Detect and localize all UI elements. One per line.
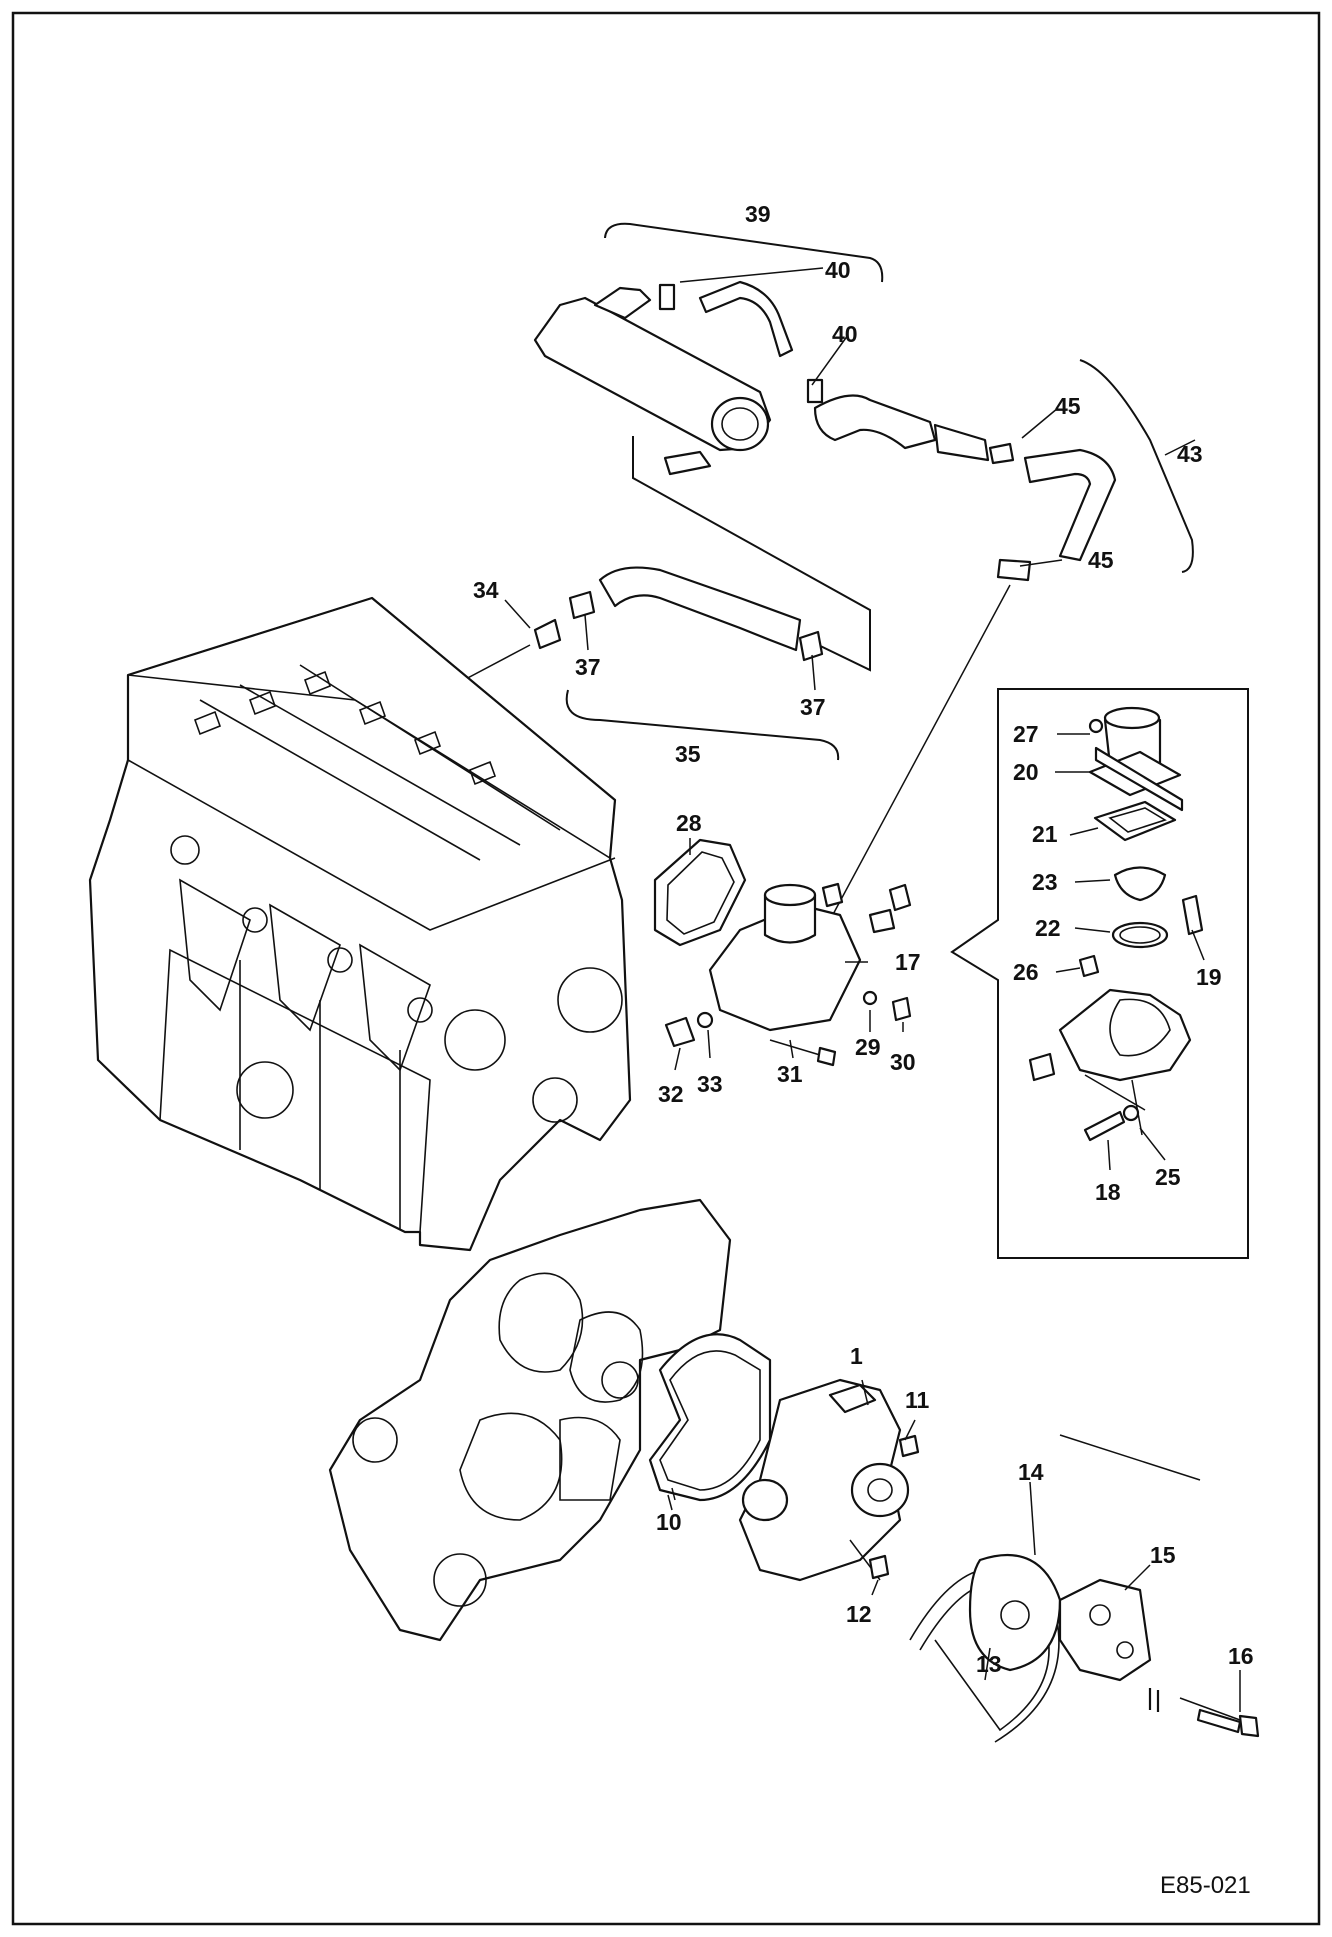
fan-drive (909, 1434, 1260, 1743)
label-28: 28 (676, 810, 702, 836)
label-16: 16 (1228, 1643, 1254, 1669)
label-23: 23 (1032, 869, 1058, 895)
label-26: 26 (1013, 959, 1039, 985)
label-15: 15 (1150, 1542, 1176, 1568)
label-29: 29 (855, 1034, 881, 1060)
label-32: 32 (658, 1081, 684, 1107)
label-13: 13 (976, 1651, 1002, 1677)
label-21: 21 (1032, 821, 1058, 847)
label-39: 39 (745, 201, 771, 227)
thermostat-housing (653, 838, 912, 1067)
detail-inset (950, 688, 1249, 1259)
label-1: 1 (850, 1343, 863, 1369)
label-14: 14 (1018, 1459, 1044, 1485)
label-19: 19 (1196, 964, 1222, 990)
hose-35-group (444, 566, 840, 761)
water-pump (738, 1378, 920, 1582)
label-45-a: 45 (1055, 393, 1081, 419)
label-33: 33 (697, 1071, 723, 1097)
label-35: 35 (675, 741, 701, 767)
label-27: 27 (1013, 721, 1039, 747)
label-43: 43 (1177, 441, 1203, 467)
label-10: 10 (656, 1509, 682, 1535)
hose-43-group (829, 359, 1194, 921)
label-37-b: 37 (800, 694, 826, 720)
label-17: 17 (895, 949, 921, 975)
label-40-b: 40 (832, 321, 858, 347)
label-20: 20 (1013, 759, 1039, 785)
label-34: 34 (473, 577, 499, 603)
part-labels: 39 40 40 45 43 45 34 37 37 35 28 17 31 2… (473, 201, 1254, 1899)
label-40-a: 40 (825, 257, 851, 283)
leader-lines (504, 267, 1241, 1712)
page-frame (11, 11, 1321, 1926)
label-12: 12 (846, 1601, 872, 1627)
oil-cooler-group (533, 222, 990, 672)
label-25: 25 (1155, 1164, 1181, 1190)
label-11: 11 (905, 1387, 930, 1413)
label-37-a: 37 (575, 654, 601, 680)
gear-case (328, 1198, 772, 1642)
label-31: 31 (777, 1061, 803, 1087)
label-30: 30 (890, 1049, 916, 1075)
label-45-b: 45 (1088, 547, 1114, 573)
label-22: 22 (1035, 915, 1061, 941)
engine-block (88, 596, 632, 1252)
label-18: 18 (1095, 1179, 1121, 1205)
diagram-code: E85-021 (1160, 1872, 1251, 1899)
